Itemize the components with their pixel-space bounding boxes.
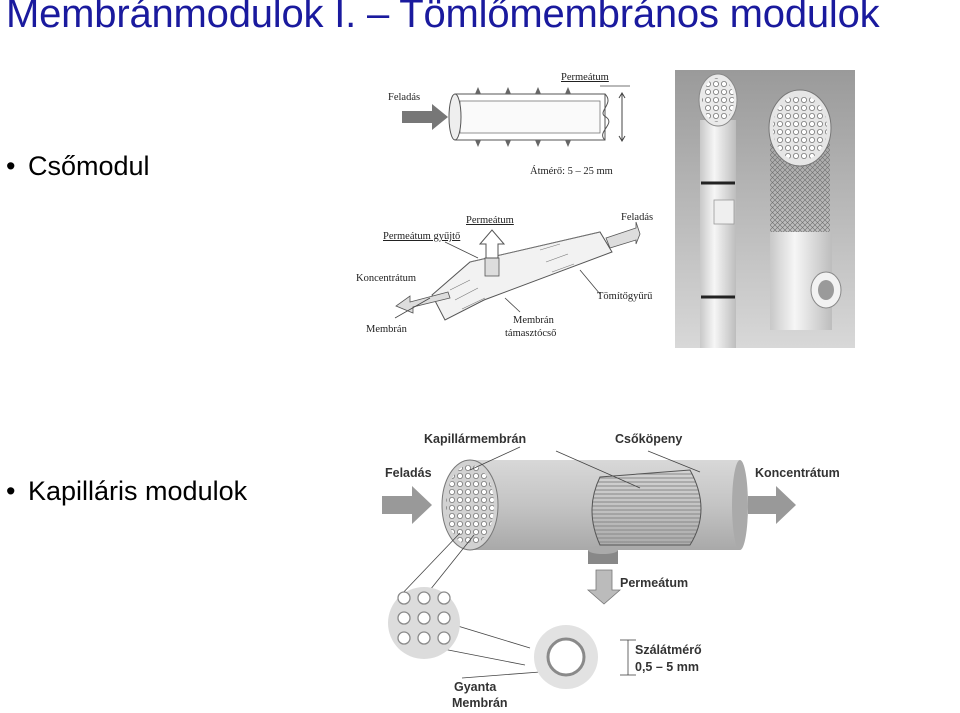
label-seal-ring: Tömítőgyűrű [597, 291, 653, 302]
bullet-capillary-modules: • Kapilláris modulok [6, 476, 247, 507]
bullet-dot: • [6, 151, 16, 181]
label-capillary-membrane: Kapillármembrán [424, 432, 527, 446]
slide-title: Membránmodulok I. – Tömlőmembrános modul… [6, 0, 880, 36]
label-permeate-mid: Permeátum [466, 215, 514, 226]
label-cap-concentrate: Koncentrátum [755, 466, 840, 480]
label-cap-membrane: Membrán [452, 696, 508, 710]
bullet-tube-module: • Csőmodul [6, 151, 150, 182]
label-support-tube-line2: támasztócső [505, 328, 557, 339]
label-fiber-diameter-line1: Szálátmérő [635, 643, 702, 657]
label-cap-permeate: Permeátum [620, 576, 689, 590]
tube-module-cutaway [394, 221, 641, 321]
label-shell: Csőköpeny [615, 432, 683, 446]
label-fiber-diameter-line2: 0,5 – 5 mm [635, 660, 699, 674]
label-support-tube-line1: Membrán [513, 315, 554, 326]
label-membrane: Membrán [366, 324, 407, 335]
capillary-module [382, 446, 796, 689]
label-permeate-collector: Permeátum gyűjtő [383, 231, 461, 242]
label-feed-right: Feladás [621, 212, 654, 223]
tube-module-photo [675, 70, 855, 348]
label-resin: Gyanta [454, 680, 497, 694]
tube-schematic [402, 85, 630, 147]
label-cap-feed: Feladás [385, 466, 432, 480]
label-concentrate: Koncentrátum [356, 273, 417, 284]
label-diameter: Átmérő: 5 – 25 mm [530, 166, 613, 177]
label-permeate-top: Permeátum [561, 72, 609, 83]
label-feed: Feladás [388, 92, 421, 103]
bullet-label: Kapilláris modulok [28, 476, 248, 506]
bullet-label: Csőmodul [28, 151, 150, 181]
bullet-dot: • [6, 476, 16, 506]
